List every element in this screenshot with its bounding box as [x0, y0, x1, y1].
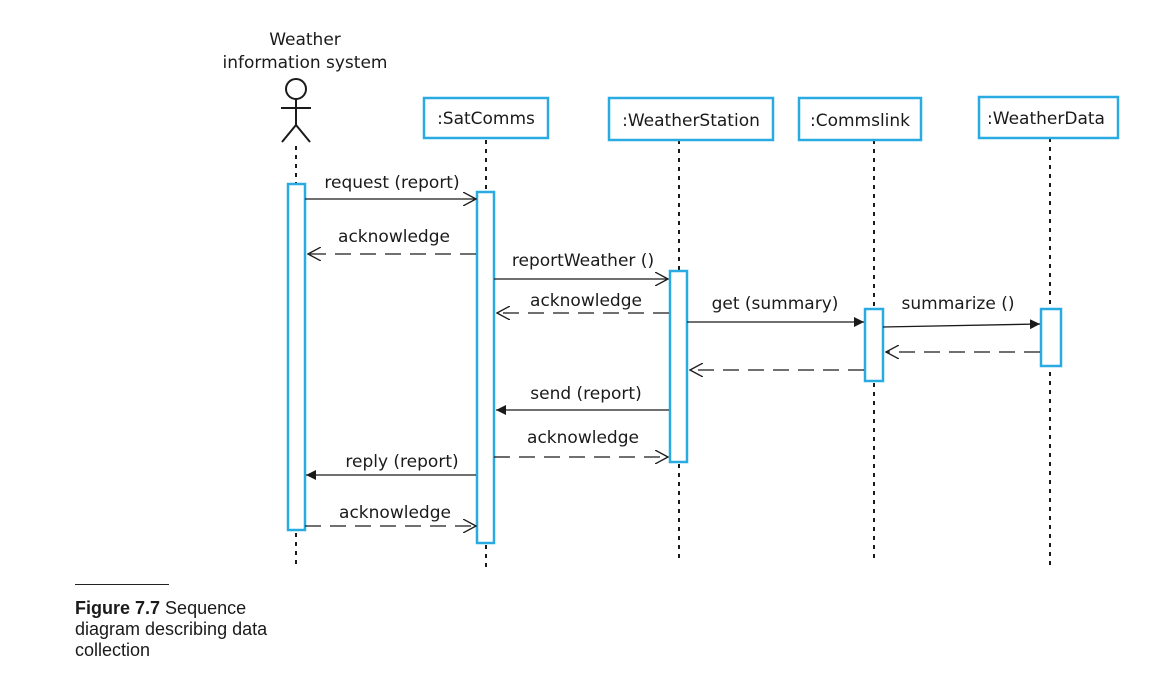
message-label-get-summary: get (summary) — [712, 294, 839, 314]
figure-caption-text: Sequence diagram describing data collect… — [75, 598, 268, 660]
actor-stick-figure-icon — [281, 78, 311, 143]
activation-bar-weatherdata — [1039, 307, 1063, 368]
activation-bar-actor — [286, 182, 307, 532]
message-arrow-summarize — [882, 319, 1041, 330]
object-box-weatherstation: :WeatherStation — [607, 96, 775, 142]
object-label-commslink: :Commslink — [810, 111, 910, 131]
figure-number: Figure 7.7 — [75, 598, 161, 618]
message-label-send-report: send (report) — [530, 384, 641, 404]
object-box-commslink: :Commslink — [797, 96, 923, 142]
activation-bar-satcomms — [475, 190, 496, 545]
message-label-ack-to-weatherstation: acknowledge — [527, 428, 639, 448]
activation-bar-weatherstation — [668, 269, 689, 464]
caption-rule — [75, 584, 169, 585]
object-box-satcomms: :SatComms — [422, 96, 550, 140]
object-label-weatherstation: :WeatherStation — [622, 111, 760, 131]
message-label-request: request (report) — [324, 173, 459, 193]
object-label-satcomms: :SatComms — [437, 109, 535, 129]
actor-label-line1: Weather — [269, 30, 341, 50]
message-label-ack-to-satcomms: acknowledge — [530, 291, 642, 311]
object-label-weatherdata: :WeatherData — [987, 109, 1105, 129]
object-box-weatherdata: :WeatherData — [977, 95, 1120, 140]
activation-bar-commslink — [863, 307, 885, 383]
message-label-summarize: summarize () — [902, 294, 1015, 314]
message-label-ack-to-actor: acknowledge — [338, 227, 450, 247]
actor-label-line2: information system — [223, 53, 388, 73]
figure-caption: Figure 7.7 Sequence diagram describing d… — [75, 598, 275, 668]
message-label-reply-report: reply (report) — [345, 452, 458, 472]
message-label-reportweather: reportWeather () — [512, 251, 654, 271]
message-label-ack-final: acknowledge — [339, 503, 451, 523]
